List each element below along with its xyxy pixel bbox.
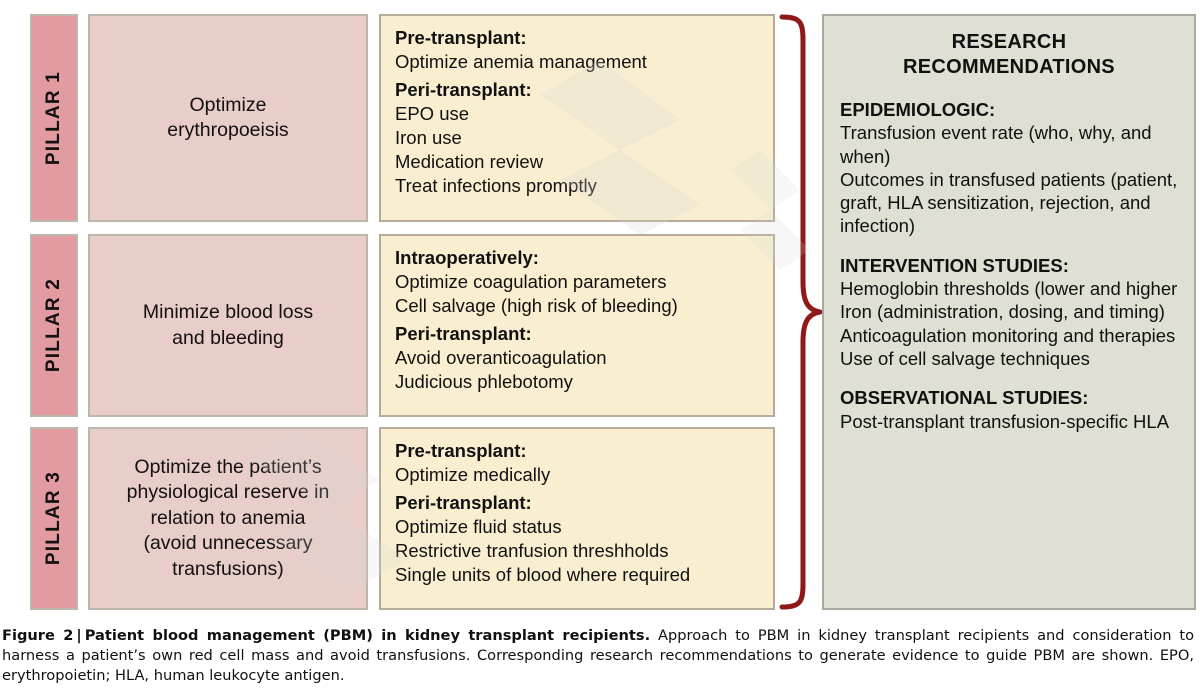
detail-item: Treat infections promptly <box>395 175 597 197</box>
section-heading-intervention-studies: INTERVENTION STUDIES: <box>840 254 1069 276</box>
panel-title-line2: RECOMMENDATIONS <box>903 56 1115 78</box>
panel-title-line1: RESEARCH <box>951 31 1067 53</box>
pillar-summary-text-2: Minimize blood loss and bleeding <box>143 300 313 351</box>
detail-item: Avoid overanticoagulation <box>395 347 607 369</box>
pillar-summary-box-1: Optimize erythropoeisis <box>88 14 368 222</box>
section-heading-epidemiologic: EPIDEMIOLOGIC: <box>840 99 996 120</box>
pillar-tab-1-label: PILLAR 1 <box>43 70 64 166</box>
pillar-tab-3: PILLAR 3 <box>30 427 78 610</box>
curly-brace <box>778 14 826 610</box>
section-item: Hemoglobin thresholds (lower and higher <box>840 278 1178 300</box>
pillar-tab-3-label: PILLAR 3 <box>43 471 64 566</box>
pillar-summary-box-2: Minimize blood loss and bleeding <box>88 234 368 417</box>
pillar-tab-2-label: PILLAR 2 <box>43 278 64 373</box>
pillar-summary-line: (avoid unnecessary <box>143 532 313 555</box>
pillar-summary-line: Optimize the patient’s <box>134 456 322 479</box>
detail-heading: Pre-transplant: <box>395 27 527 48</box>
detail-item: Judicious phlebotomy <box>395 371 573 393</box>
research-recommendations-panel: RESEARCH RECOMMENDATIONS EPIDEMIOLOGIC: … <box>822 14 1196 610</box>
caption-bold-title: Patient blood management (PBM) in kidney… <box>84 627 651 644</box>
detail-item: Single units of blood where required <box>395 564 691 586</box>
detail-heading: Peri-transplant: <box>395 323 532 345</box>
pillar-summary-line: transfusions) <box>172 557 284 580</box>
caption-separator: | <box>76 627 82 644</box>
pillar-detail-box-3: Pre-transplant: Optimize medically Peri-… <box>379 427 775 610</box>
detail-heading: Pre-transplant: <box>395 440 527 461</box>
caption-figure-label: Figure 2 <box>2 627 74 644</box>
detail-item: Optimize anemia management <box>395 51 647 73</box>
pillar-summary-line: Optimize <box>189 93 267 116</box>
pbm-diagram: PILLAR 1 Optimize erythropoeisis Pre-tra… <box>30 14 1196 610</box>
detail-item: Optimize coagulation parameters <box>395 271 667 293</box>
detail-heading: Peri-transplant: <box>395 492 532 514</box>
detail-item: EPO use <box>395 103 470 125</box>
pillar-summary-text-3: Optimize the patient’s physiological res… <box>127 455 330 582</box>
section-item: Use of cell salvage techniques <box>840 347 1090 369</box>
pillar-summary-line: erythropoeisis <box>167 119 289 141</box>
detail-item: Medication review <box>395 151 544 173</box>
figure-caption: Figure 2|Patient blood management (PBM) … <box>2 626 1194 686</box>
panel-title: RESEARCH RECOMMENDATIONS <box>840 30 1186 80</box>
pillar-detail-box-1: Pre-transplant: Optimize anemia manageme… <box>379 14 775 222</box>
detail-item: Iron use <box>395 127 462 149</box>
pillar-summary-line: physiological reserve in <box>126 481 330 504</box>
pillar-summary-line: Minimize blood loss <box>142 301 314 324</box>
pillar-summary-line: relation to anemia <box>150 506 306 529</box>
detail-item: Optimize fluid status <box>395 516 562 538</box>
pillar-tab-2: PILLAR 2 <box>30 234 78 417</box>
section-item: Transfusion event rate (who, why, and wh… <box>840 122 1152 167</box>
detail-item: Cell salvage (high risk of bleeding) <box>395 295 678 317</box>
pillar-detail-box-2: Intraoperatively: Optimize coagulation p… <box>379 234 775 417</box>
pillar-summary-line: and bleeding <box>172 326 284 349</box>
detail-item: Restrictive tranfusion threshholds <box>395 540 669 562</box>
caption-body: Approach to PBM in kidney transplant rec… <box>2 627 1195 685</box>
section-item: Anticoagulation monitoring and therapies <box>840 324 1176 346</box>
pillar-tab-1: PILLAR 1 <box>30 14 78 222</box>
pillar-summary-box-3: Optimize the patient’s physiological res… <box>88 427 368 610</box>
section-heading-observational-studies: OBSERVATIONAL STUDIES: <box>840 387 1089 409</box>
section-item: Iron (administration, dosing, and timing… <box>840 301 1165 323</box>
section-item: Post-transplant transfusion-specific HLA <box>840 410 1170 432</box>
detail-heading: Peri-transplant: <box>395 79 532 101</box>
detail-item: Optimize medically <box>395 464 551 486</box>
pillar-summary-text-1: Optimize erythropoeisis <box>167 93 288 144</box>
section-item: Outcomes in transfused patients (patient… <box>840 168 1178 237</box>
detail-heading: Intraoperatively: <box>395 247 539 268</box>
